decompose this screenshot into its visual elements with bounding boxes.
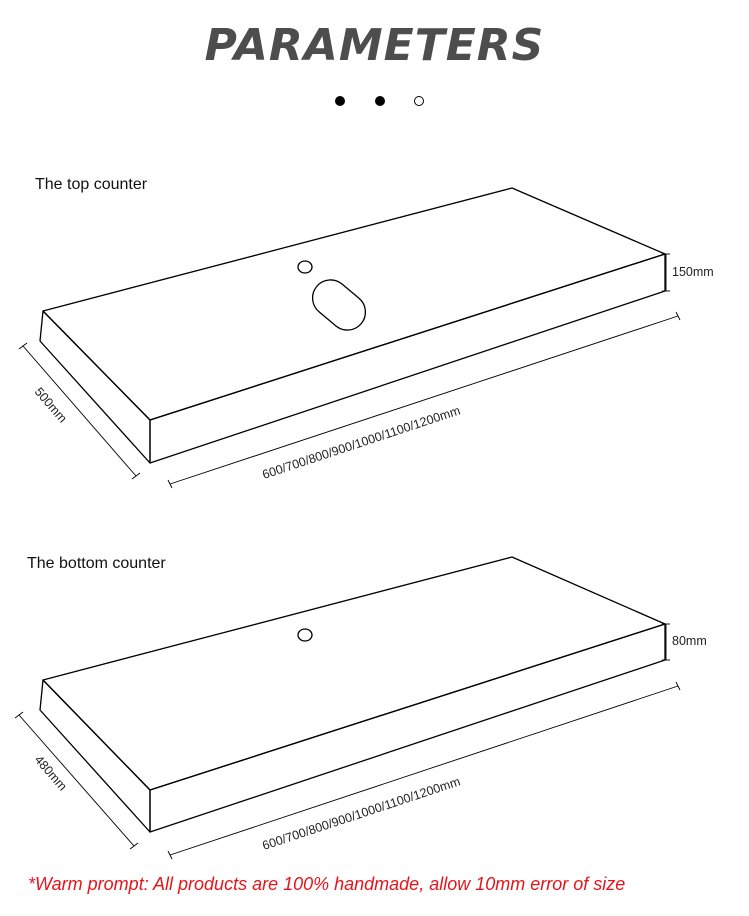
- top-counter-drawing: [39, 187, 666, 464]
- bottom-counter-height-label: 80mm: [672, 634, 707, 648]
- top-counter-height-label: 150mm: [672, 265, 714, 279]
- top-counter-dimensions: [18, 253, 681, 489]
- page-dot-3[interactable]: [414, 96, 424, 106]
- bottom-counter-left-face: [39, 679, 151, 833]
- page-title: PARAMETERS: [204, 20, 545, 71]
- bottom-counter-tap-hole: [297, 628, 313, 642]
- top-counter-top-face: [42, 187, 666, 421]
- bottom-counter-top-face: [42, 556, 666, 791]
- bottom-counter-dimensions: [14, 623, 681, 860]
- page-indicator: [333, 96, 425, 108]
- bottom-counter-drawing: [39, 556, 666, 833]
- bottom-counter-depth-label: 480mm: [32, 753, 70, 794]
- top-counter-left-face: [39, 310, 151, 464]
- top-counter-basin-opening: [311, 279, 367, 331]
- page-dot-1[interactable]: [335, 96, 345, 106]
- top-counter-tap-hole: [297, 260, 313, 274]
- bottom-counter-label: The bottom counter: [27, 555, 166, 572]
- top-counter-width-label: 600/700/800/900/1000/1100/1200mm: [261, 403, 462, 481]
- bottom-counter-width-label: 600/700/800/900/1000/1100/1200mm: [261, 774, 462, 852]
- page-dot-2[interactable]: [375, 96, 385, 106]
- warm-prompt: *Warm prompt: All products are 100% hand…: [28, 874, 626, 894]
- top-counter-depth-label: 500mm: [32, 385, 70, 426]
- top-counter-label: The top counter: [35, 176, 148, 193]
